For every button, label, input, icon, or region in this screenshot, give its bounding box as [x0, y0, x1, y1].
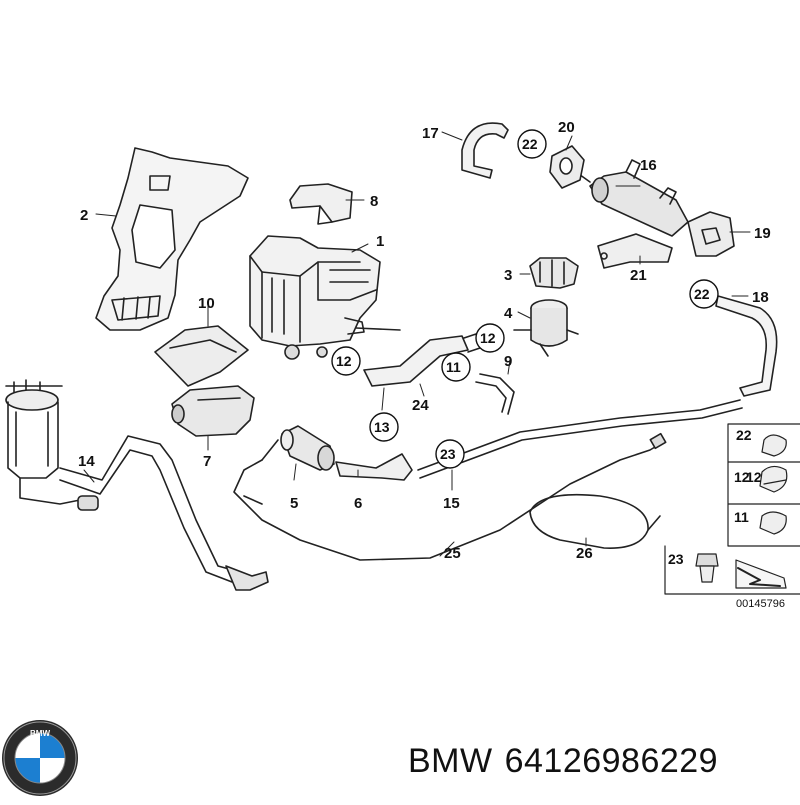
part-cover-10 [154, 325, 249, 387]
part-label: 16 [640, 157, 657, 174]
part-hose-6 [335, 453, 413, 481]
bmw-logo: BMW [2, 720, 78, 796]
part-label: 21 [630, 267, 647, 284]
part-label: 20 [558, 119, 575, 136]
part-line-15 [417, 399, 743, 479]
circled-part-label: 11 [446, 359, 461, 375]
part-label: 19 [754, 225, 771, 242]
part-label: 7 [203, 453, 211, 470]
part-label: 15 [443, 495, 460, 512]
part-pipe-18 [715, 295, 778, 397]
part-bracket-2 [95, 147, 249, 331]
part-number: 64126986229 [504, 742, 719, 780]
part-label: 10 [198, 295, 215, 312]
part-holder-19 [687, 211, 735, 257]
legend-label: 22 [736, 427, 752, 443]
part-label: 9 [504, 353, 512, 370]
logo-letters: BMW [30, 729, 50, 738]
circled-part-label: 22 [694, 286, 710, 302]
part-caption: BMW 64126986229 [408, 742, 730, 781]
part-label: 17 [422, 125, 439, 142]
part-label: 1 [376, 233, 384, 250]
part-cable-26 [529, 493, 661, 549]
part-label: 2 [80, 207, 88, 224]
drawing-code: 00145796 [736, 598, 785, 610]
circled-part-label: 12 [480, 330, 496, 346]
part-canister-5 [261, 425, 335, 471]
part-pump-4 [513, 299, 579, 357]
part-label: 4 [504, 305, 513, 322]
legend-label: 11 [734, 509, 749, 525]
part-label: 18 [752, 289, 769, 306]
part-heater-1 [249, 235, 381, 360]
brand-name: BMW [408, 742, 493, 780]
part-label: 25 [444, 545, 461, 562]
legend-label: 23 [668, 551, 684, 567]
part-label: 8 [370, 193, 378, 210]
part-grommet-20 [549, 145, 585, 189]
part-label: 3 [504, 267, 512, 284]
part-pipe-9 [475, 373, 515, 415]
part-bracket-8 [289, 183, 353, 225]
part-label: 26 [576, 545, 593, 562]
part-label: 6 [354, 495, 362, 512]
part-label: 14 [78, 453, 95, 470]
part-label: 24 [412, 397, 429, 414]
part-line-25 [233, 432, 667, 561]
part-plate-21 [597, 233, 673, 269]
part-silencer-7 [171, 385, 255, 437]
circled-part-label: 12 [336, 353, 352, 369]
circled-part-label: 23 [440, 446, 456, 462]
legend-label: 12 [746, 469, 762, 485]
legend-label: 12 [734, 469, 750, 485]
part-clamp-3 [529, 257, 579, 289]
circled-part-label: 13 [374, 419, 390, 435]
circled-part-label: 22 [522, 136, 538, 152]
part-fuel-pump-14 [5, 379, 269, 591]
part-pipe-17 [461, 122, 509, 179]
part-pump-16 [575, 159, 689, 237]
legend-box [664, 423, 800, 595]
part-label: 5 [290, 495, 298, 512]
